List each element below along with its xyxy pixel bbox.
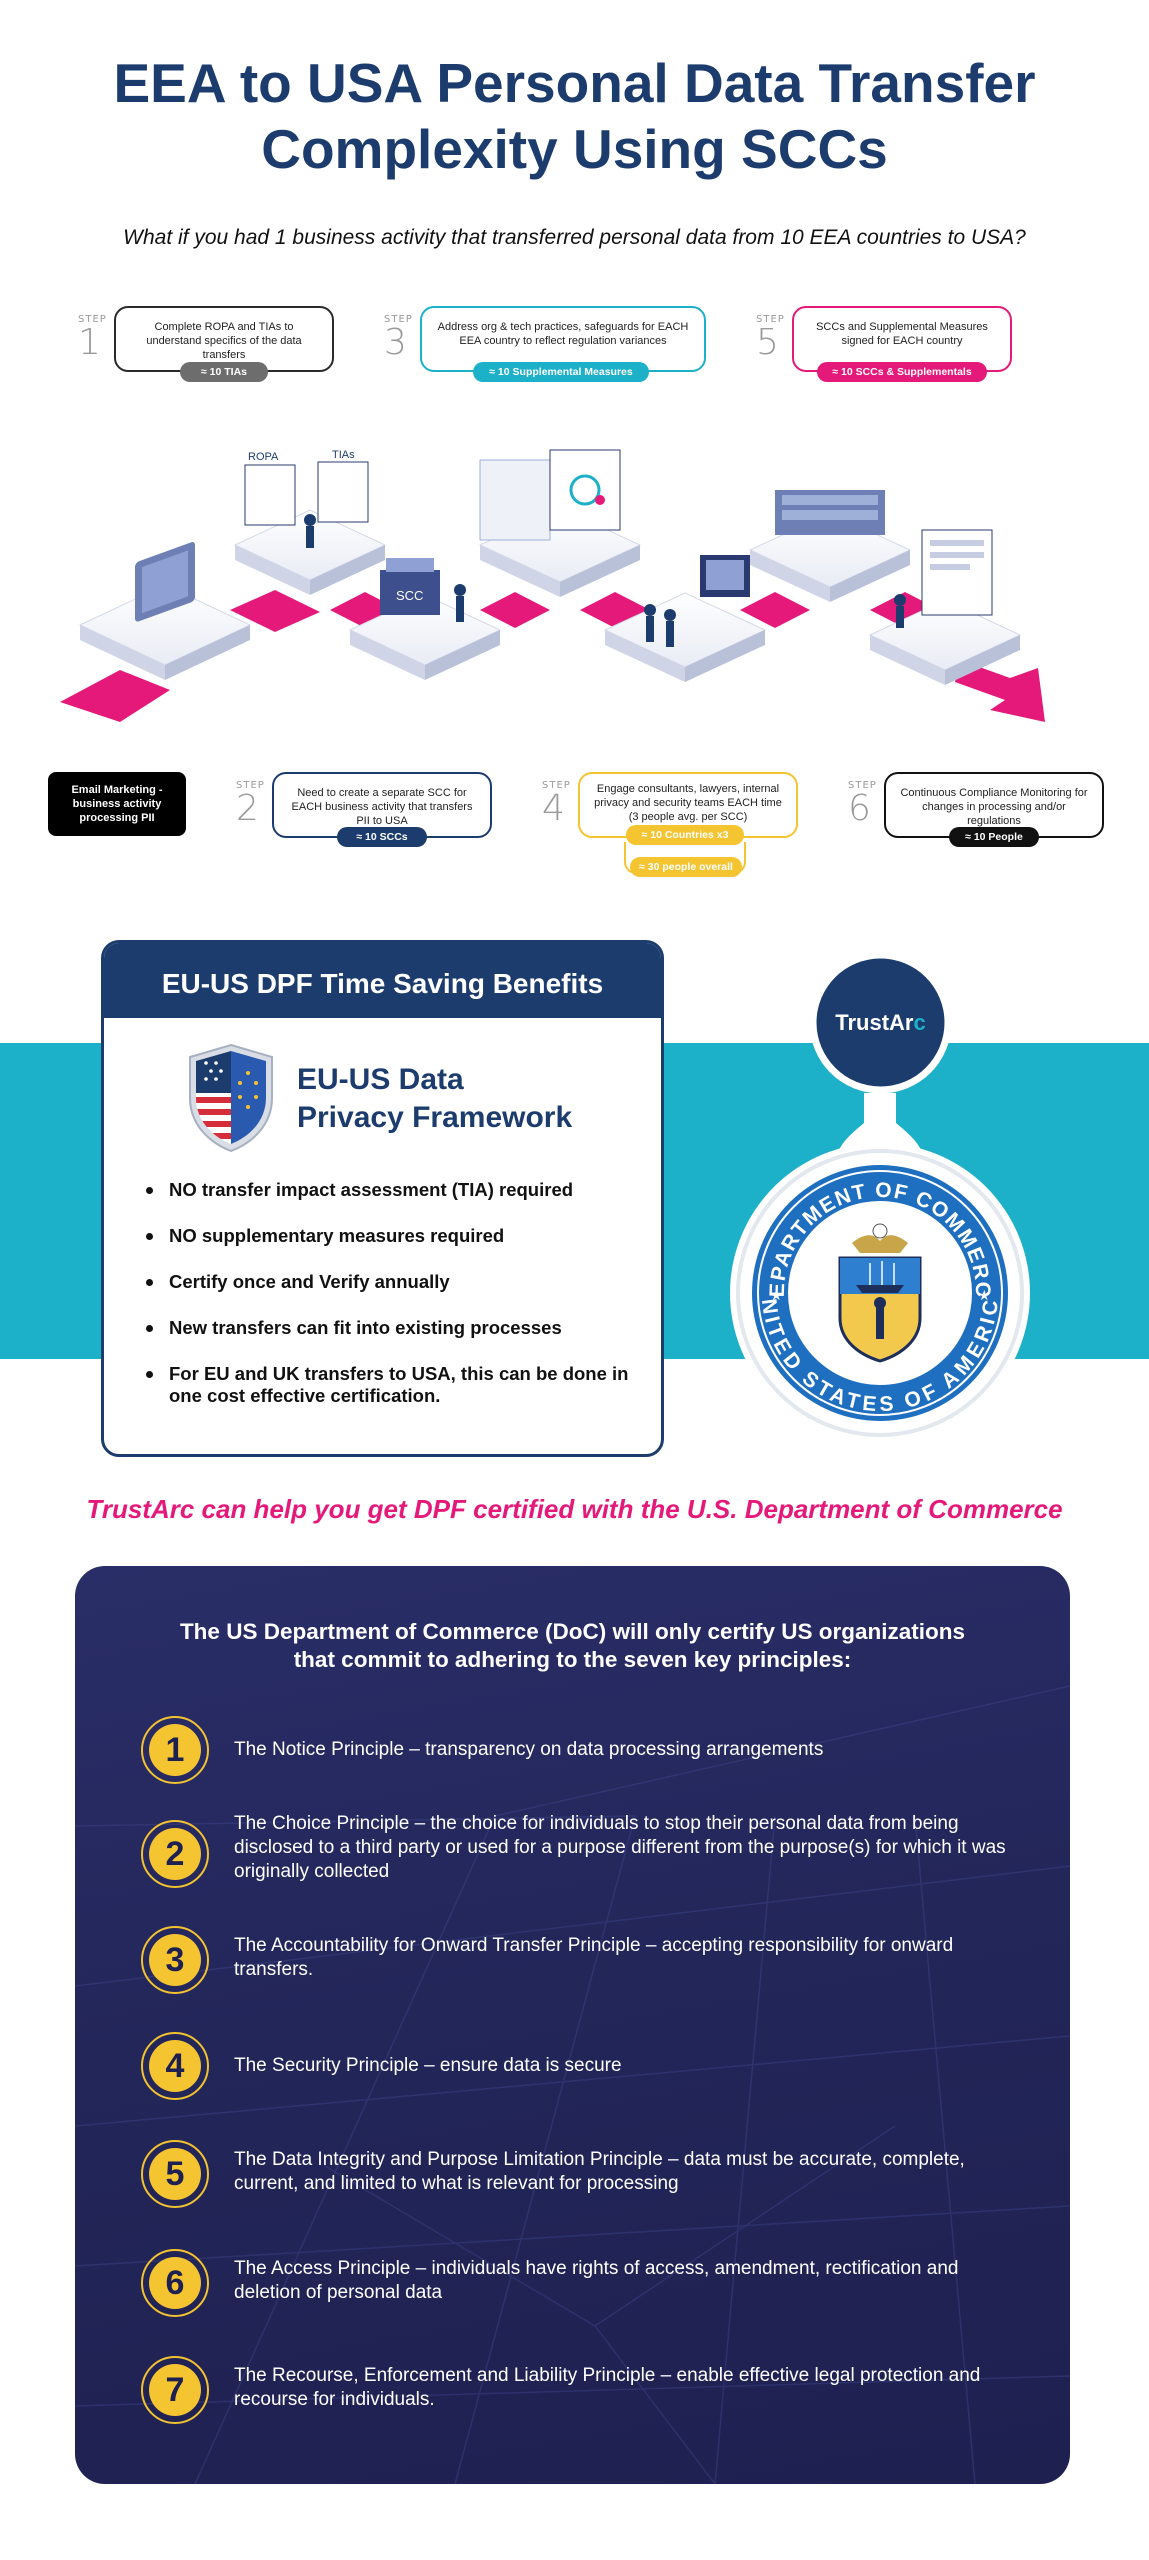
step-2-number: STEP 2 (236, 780, 265, 827)
background-pattern (75, 1685, 1070, 2484)
number-badge-value: 2 (149, 1828, 201, 1880)
dpf-benefits-card: EU-US DPF Time Saving Benefits EU-US Dat… (101, 940, 664, 1457)
number-badge: 3 (141, 1926, 209, 1994)
principle-text: The Choice Principle – the choice for in… (234, 1813, 1006, 1882)
principles-intro-line-1: The US Department of Commerce (DoC) will… (179, 1619, 966, 1644)
number-badge-value: 1 (149, 1724, 201, 1776)
svg-text:★: ★ (770, 1288, 783, 1304)
step-4-number: STEP 4 (542, 780, 571, 827)
principles-intro-line-2: that commit to adhering to the seven key… (293, 1647, 852, 1672)
tile-5 (603, 555, 767, 682)
step-number: 6 (848, 788, 871, 829)
title-line-2: Complexity Using SCCs (261, 118, 888, 180)
benefit-item: NO transfer impact assessment (TIA) requ… (144, 1179, 634, 1201)
step-3-number: STEP 3 (384, 314, 413, 361)
step-label: STEP (236, 780, 265, 791)
path-segment (740, 592, 810, 628)
arrow-icon (955, 660, 1045, 722)
dpf-card-heading: EU-US DPF Time Saving Benefits (104, 943, 661, 1018)
principle-text: The Security Principle – ensure data is … (234, 2055, 622, 2076)
principle-text: The Accountability for Onward Transfer P… (234, 1935, 954, 1980)
number-badge: 4 (141, 2032, 209, 2100)
title-line-1: EEA to USA Personal Data Transfer (113, 52, 1036, 114)
page-title: EEA to USA Personal Data Transfer Comple… (0, 50, 1149, 182)
number-badge-value: 6 (149, 2257, 201, 2309)
trustarc-brand-part-1: TrustAr (835, 1010, 914, 1035)
page-subtitle: What if you had 1 business activity that… (123, 226, 1026, 249)
process-illustration: ROPA TIAs SCC (60, 449, 1045, 722)
number-badge: 5 (141, 2140, 209, 2208)
tile-6 (748, 490, 912, 602)
email-marketing-box: Email Marketing - business activity proc… (48, 772, 186, 836)
tile-3: SCC (348, 558, 502, 680)
step-3-pill: ≈ 10 Supplemental Measures (473, 362, 649, 382)
number-badge-value: 7 (149, 2364, 201, 2416)
step-number: 2 (236, 788, 259, 829)
dpf-benefits-list: NO transfer impact assessment (TIA) requ… (144, 1179, 634, 1431)
tias-label: TIAs (332, 449, 355, 461)
step-number: 5 (756, 322, 779, 363)
number-badge: 6 (141, 2249, 209, 2317)
dpf-logo-line-1: EU-US Data (297, 1063, 464, 1096)
number-badge: 2 (141, 1820, 209, 1888)
step-6-number: STEP 6 (848, 780, 877, 827)
trustarc-brand-part-2: c (914, 1010, 926, 1035)
ropa-label: ROPA (248, 451, 279, 463)
principle-text: The Access Principle – individuals have … (234, 2258, 959, 2303)
benefit-item: For EU and UK transfers to USA, this can… (144, 1363, 634, 1407)
step-label: STEP (542, 780, 571, 791)
benefit-item: NO supplementary measures required (144, 1225, 634, 1247)
principle-text: The Recourse, Enforcement and Liability … (234, 2365, 981, 2410)
department-of-commerce-seal: DEPARTMENT OF COMMERCE UNITED STATES OF … (724, 1093, 1030, 1443)
benefit-item: New transfers can fit into existing proc… (144, 1317, 634, 1339)
step-4-pill: ≈ 10 Countries x3 (626, 825, 744, 845)
svg-text:★: ★ (978, 1288, 991, 1304)
principle-text: The Notice Principle – transparency on d… (234, 1739, 824, 1760)
number-badge-value: 4 (149, 2040, 201, 2092)
step-label: STEP (848, 780, 877, 791)
path-segment (60, 670, 170, 722)
scc-label: SCC (396, 588, 423, 603)
step-number: 1 (78, 322, 101, 363)
principles-intro: The US Department of Commerce (DoC) will… (75, 1618, 1070, 1674)
step-5-number: STEP 5 (756, 314, 785, 361)
trustarc-logo: TrustArc (809, 951, 952, 1094)
svg-text:TrustArc: TrustArc (835, 1010, 926, 1035)
step-1-number: STEP 1 (78, 314, 107, 361)
seven-principles-panel: The US Department of Commerce (DoC) will… (75, 1566, 1070, 2484)
number-badge: 1 (141, 1716, 209, 1784)
step-label: STEP (384, 314, 413, 325)
step-4-pill-2: ≈ 30 people overall (630, 857, 742, 877)
number-badge-value: 5 (149, 2148, 201, 2200)
step-1-box: Complete ROPA and TIAs to understand spe… (114, 306, 334, 372)
number-badge-value: 3 (149, 1934, 201, 1986)
step-1-pill: ≈ 10 TIAs (180, 362, 268, 382)
step-2-pill: ≈ 10 SCCs (337, 827, 427, 847)
step-5-pill: ≈ 10 SCCs & Supplementals (817, 362, 987, 382)
tile-7 (868, 529, 1022, 685)
benefit-item: Certify once and Verify annually (144, 1271, 634, 1293)
step-label: STEP (78, 314, 107, 325)
path-segment (230, 590, 320, 632)
principle-text: The Data Integrity and Purpose Limitatio… (234, 2149, 965, 2194)
path-segment (480, 592, 550, 628)
dpf-logo-line-2: Privacy Framework (297, 1101, 573, 1134)
tile-2: ROPA TIAs (233, 449, 387, 595)
step-6-pill: ≈ 10 People (949, 827, 1039, 847)
step-number: 3 (384, 322, 407, 363)
tile-4 (478, 449, 642, 597)
step-label: STEP (756, 314, 785, 325)
shield-flag-icon (189, 1043, 273, 1153)
dpf-certification-callout: TrustArc can help you get DPF certified … (86, 1494, 1063, 1524)
dpf-logo-text: EU-US Data Privacy Framework (297, 1061, 572, 1137)
number-badge: 7 (141, 2356, 209, 2424)
step-number: 4 (542, 788, 565, 829)
tile-1 (78, 542, 252, 680)
